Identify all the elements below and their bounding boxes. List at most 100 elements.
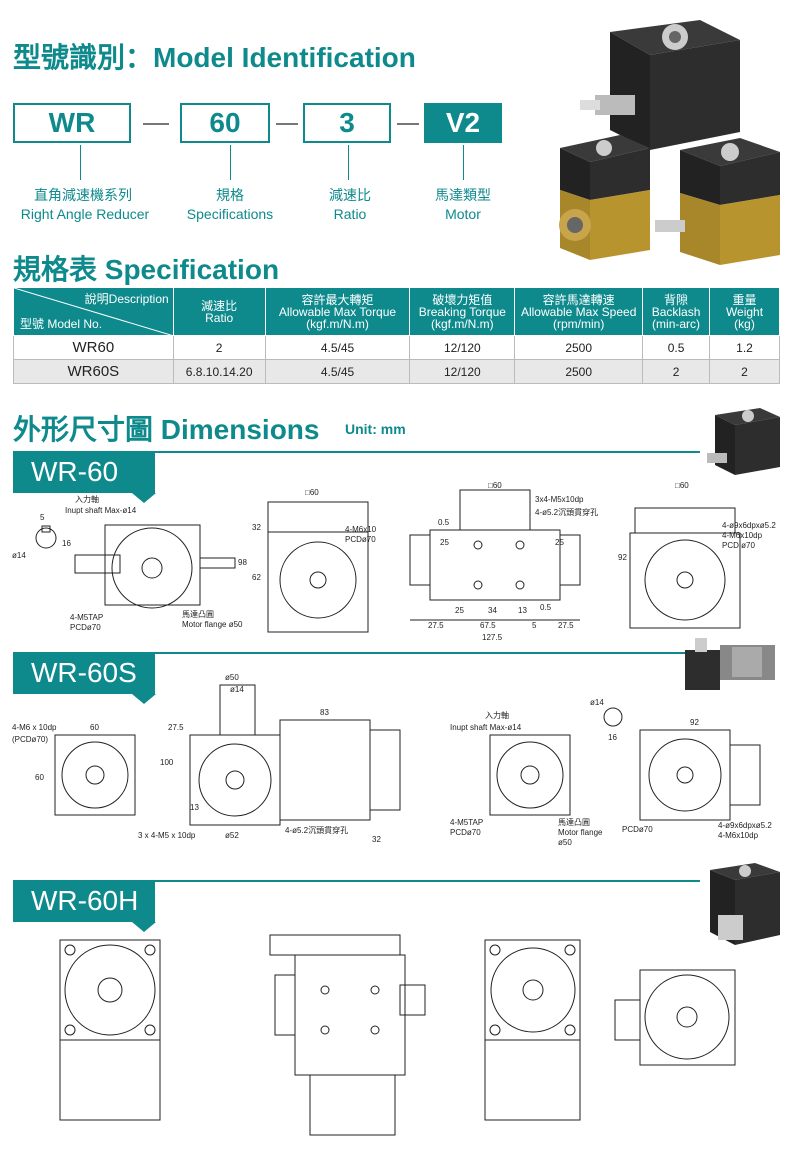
svg-text:馬達凸圓: 馬達凸圓 — [182, 609, 214, 619]
banner-tail — [132, 922, 156, 932]
banner-tail — [132, 493, 156, 503]
svg-text:27.5: 27.5 — [428, 621, 444, 630]
svg-text:ø14: ø14 — [12, 551, 26, 560]
svg-text:PCDø70: PCDø70 — [450, 828, 481, 837]
divider — [155, 652, 700, 654]
dimensions-title: 外形尺寸圖 Dimensions — [13, 414, 320, 445]
svg-text:ø50: ø50 — [225, 673, 239, 682]
label-series-en: Right Angle Reducer — [20, 206, 150, 222]
svg-text:Inupt shaft Max-ø14: Inupt shaft Max-ø14 — [65, 506, 137, 515]
svg-text:16: 16 — [608, 733, 617, 742]
svg-text:25: 25 — [455, 606, 464, 615]
svg-text:25: 25 — [440, 538, 449, 547]
svg-text:0.5: 0.5 — [540, 603, 552, 612]
connector — [348, 145, 349, 180]
divider — [155, 451, 700, 453]
svg-text:3 x 4-M5 x 10dp: 3 x 4-M5 x 10dp — [138, 831, 196, 840]
svg-text:34: 34 — [488, 606, 497, 615]
svg-text:0.5: 0.5 — [438, 518, 450, 527]
product-photo-wr60 — [707, 408, 780, 475]
svg-text:3x4-M5x10dp: 3x4-M5x10dp — [535, 495, 584, 504]
unit-label: Unit: mm — [345, 421, 406, 437]
svg-text:13: 13 — [518, 606, 527, 615]
svg-text:4-M5TAP: 4-M5TAP — [70, 613, 103, 622]
svg-text:□60: □60 — [488, 481, 502, 490]
section-wr60s: WR-60S — [13, 652, 155, 694]
wr60h-drawings — [59, 934, 736, 1136]
label-motor-cn: 馬達類型 — [435, 187, 491, 203]
connector — [80, 145, 81, 180]
svg-text:13: 13 — [190, 803, 199, 812]
svg-text:馬達凸圓: 馬達凸圓 — [558, 817, 590, 827]
svg-text:4-ø9x6dpxø5.2: 4-ø9x6dpxø5.2 — [718, 821, 772, 830]
model-id-title: 型號識別：Model Identification — [13, 42, 416, 73]
label-ratio-en: Ratio — [333, 206, 367, 222]
label-motor-en: Motor — [445, 206, 481, 222]
svg-text:98: 98 — [238, 558, 247, 567]
svg-text:32: 32 — [252, 523, 261, 532]
label-ratio-cn: 減速比 — [329, 187, 371, 203]
corner-model: 型號 Model No. — [20, 317, 103, 331]
svg-text:60: 60 — [90, 723, 99, 732]
code-motor: V2 — [424, 103, 502, 143]
spec-title: 規格表 Specification — [13, 254, 280, 285]
label-spec-cn: 規格 — [216, 187, 244, 203]
svg-text:PCDø70: PCDø70 — [70, 623, 101, 632]
svg-text:4-ø5.2沉頭貫穿孔: 4-ø5.2沉頭貫穿孔 — [285, 825, 348, 835]
code-ratio: 3 — [303, 103, 391, 143]
svg-text:5: 5 — [40, 513, 45, 522]
svg-text:4-M5TAP: 4-M5TAP — [450, 818, 483, 827]
svg-text:ø50: ø50 — [558, 838, 572, 847]
wr60-drawings: 入力軸 Inupt shaft Max-ø14 ø14 16 5 4-M5TAP… — [12, 481, 776, 642]
svg-text:27.5: 27.5 — [558, 621, 574, 630]
svg-text:PCDø70: PCDø70 — [622, 825, 653, 834]
dash — [143, 123, 169, 125]
banner-tail — [132, 694, 156, 704]
corner-desc: 說明Description — [84, 292, 169, 306]
svg-text:4-M6x10dp: 4-M6x10dp — [718, 831, 759, 840]
reducer-photo-gold-left — [559, 135, 650, 260]
svg-text:4-M6x10dp: 4-M6x10dp — [722, 531, 763, 540]
svg-text:ø14: ø14 — [590, 698, 604, 707]
wr60s-drawings: 4-M6 x 10dp (PCDø70) 60 60 ø50 ø14 83 10… — [12, 673, 772, 847]
product-photo-wr60h — [710, 863, 780, 945]
svg-text:□60: □60 — [675, 481, 689, 490]
divider — [155, 880, 700, 882]
svg-text:入力軸: 入力軸 — [75, 494, 99, 504]
svg-text:127.5: 127.5 — [482, 633, 503, 642]
reducer-photo-black — [580, 20, 740, 150]
svg-text:ø52: ø52 — [225, 831, 239, 840]
connector — [230, 145, 231, 180]
section-wr60: WR-60 — [13, 451, 155, 493]
reducer-photo-gold-right — [655, 138, 780, 265]
svg-text:Motor flange ø50: Motor flange ø50 — [182, 620, 243, 629]
svg-text:92: 92 — [618, 553, 627, 562]
svg-text:PCDø70: PCDø70 — [345, 535, 376, 544]
svg-text:92: 92 — [690, 718, 699, 727]
svg-text:4-ø5.2沉頭貫穿孔: 4-ø5.2沉頭貫穿孔 — [535, 507, 598, 517]
svg-text:入力軸: 入力軸 — [485, 710, 509, 720]
corner-header: 說明Description 型號 Model No. — [13, 287, 174, 336]
svg-text:Inupt shaft Max-ø14: Inupt shaft Max-ø14 — [450, 723, 522, 732]
svg-text:16: 16 — [62, 539, 71, 548]
dash — [397, 123, 419, 125]
svg-text:32: 32 — [372, 835, 381, 844]
svg-text:67.5: 67.5 — [480, 621, 496, 630]
svg-text:(PCDø70): (PCDø70) — [12, 735, 48, 744]
svg-text:100: 100 — [160, 758, 174, 767]
svg-text:60: 60 — [35, 773, 44, 782]
svg-text:4-M6 x 10dp: 4-M6 x 10dp — [12, 723, 57, 732]
product-photo-wr60s — [685, 638, 775, 690]
code-series: WR — [13, 103, 131, 143]
svg-text:4-M6x10: 4-M6x10 — [345, 525, 377, 534]
section-wr60h: WR-60H — [13, 880, 155, 922]
